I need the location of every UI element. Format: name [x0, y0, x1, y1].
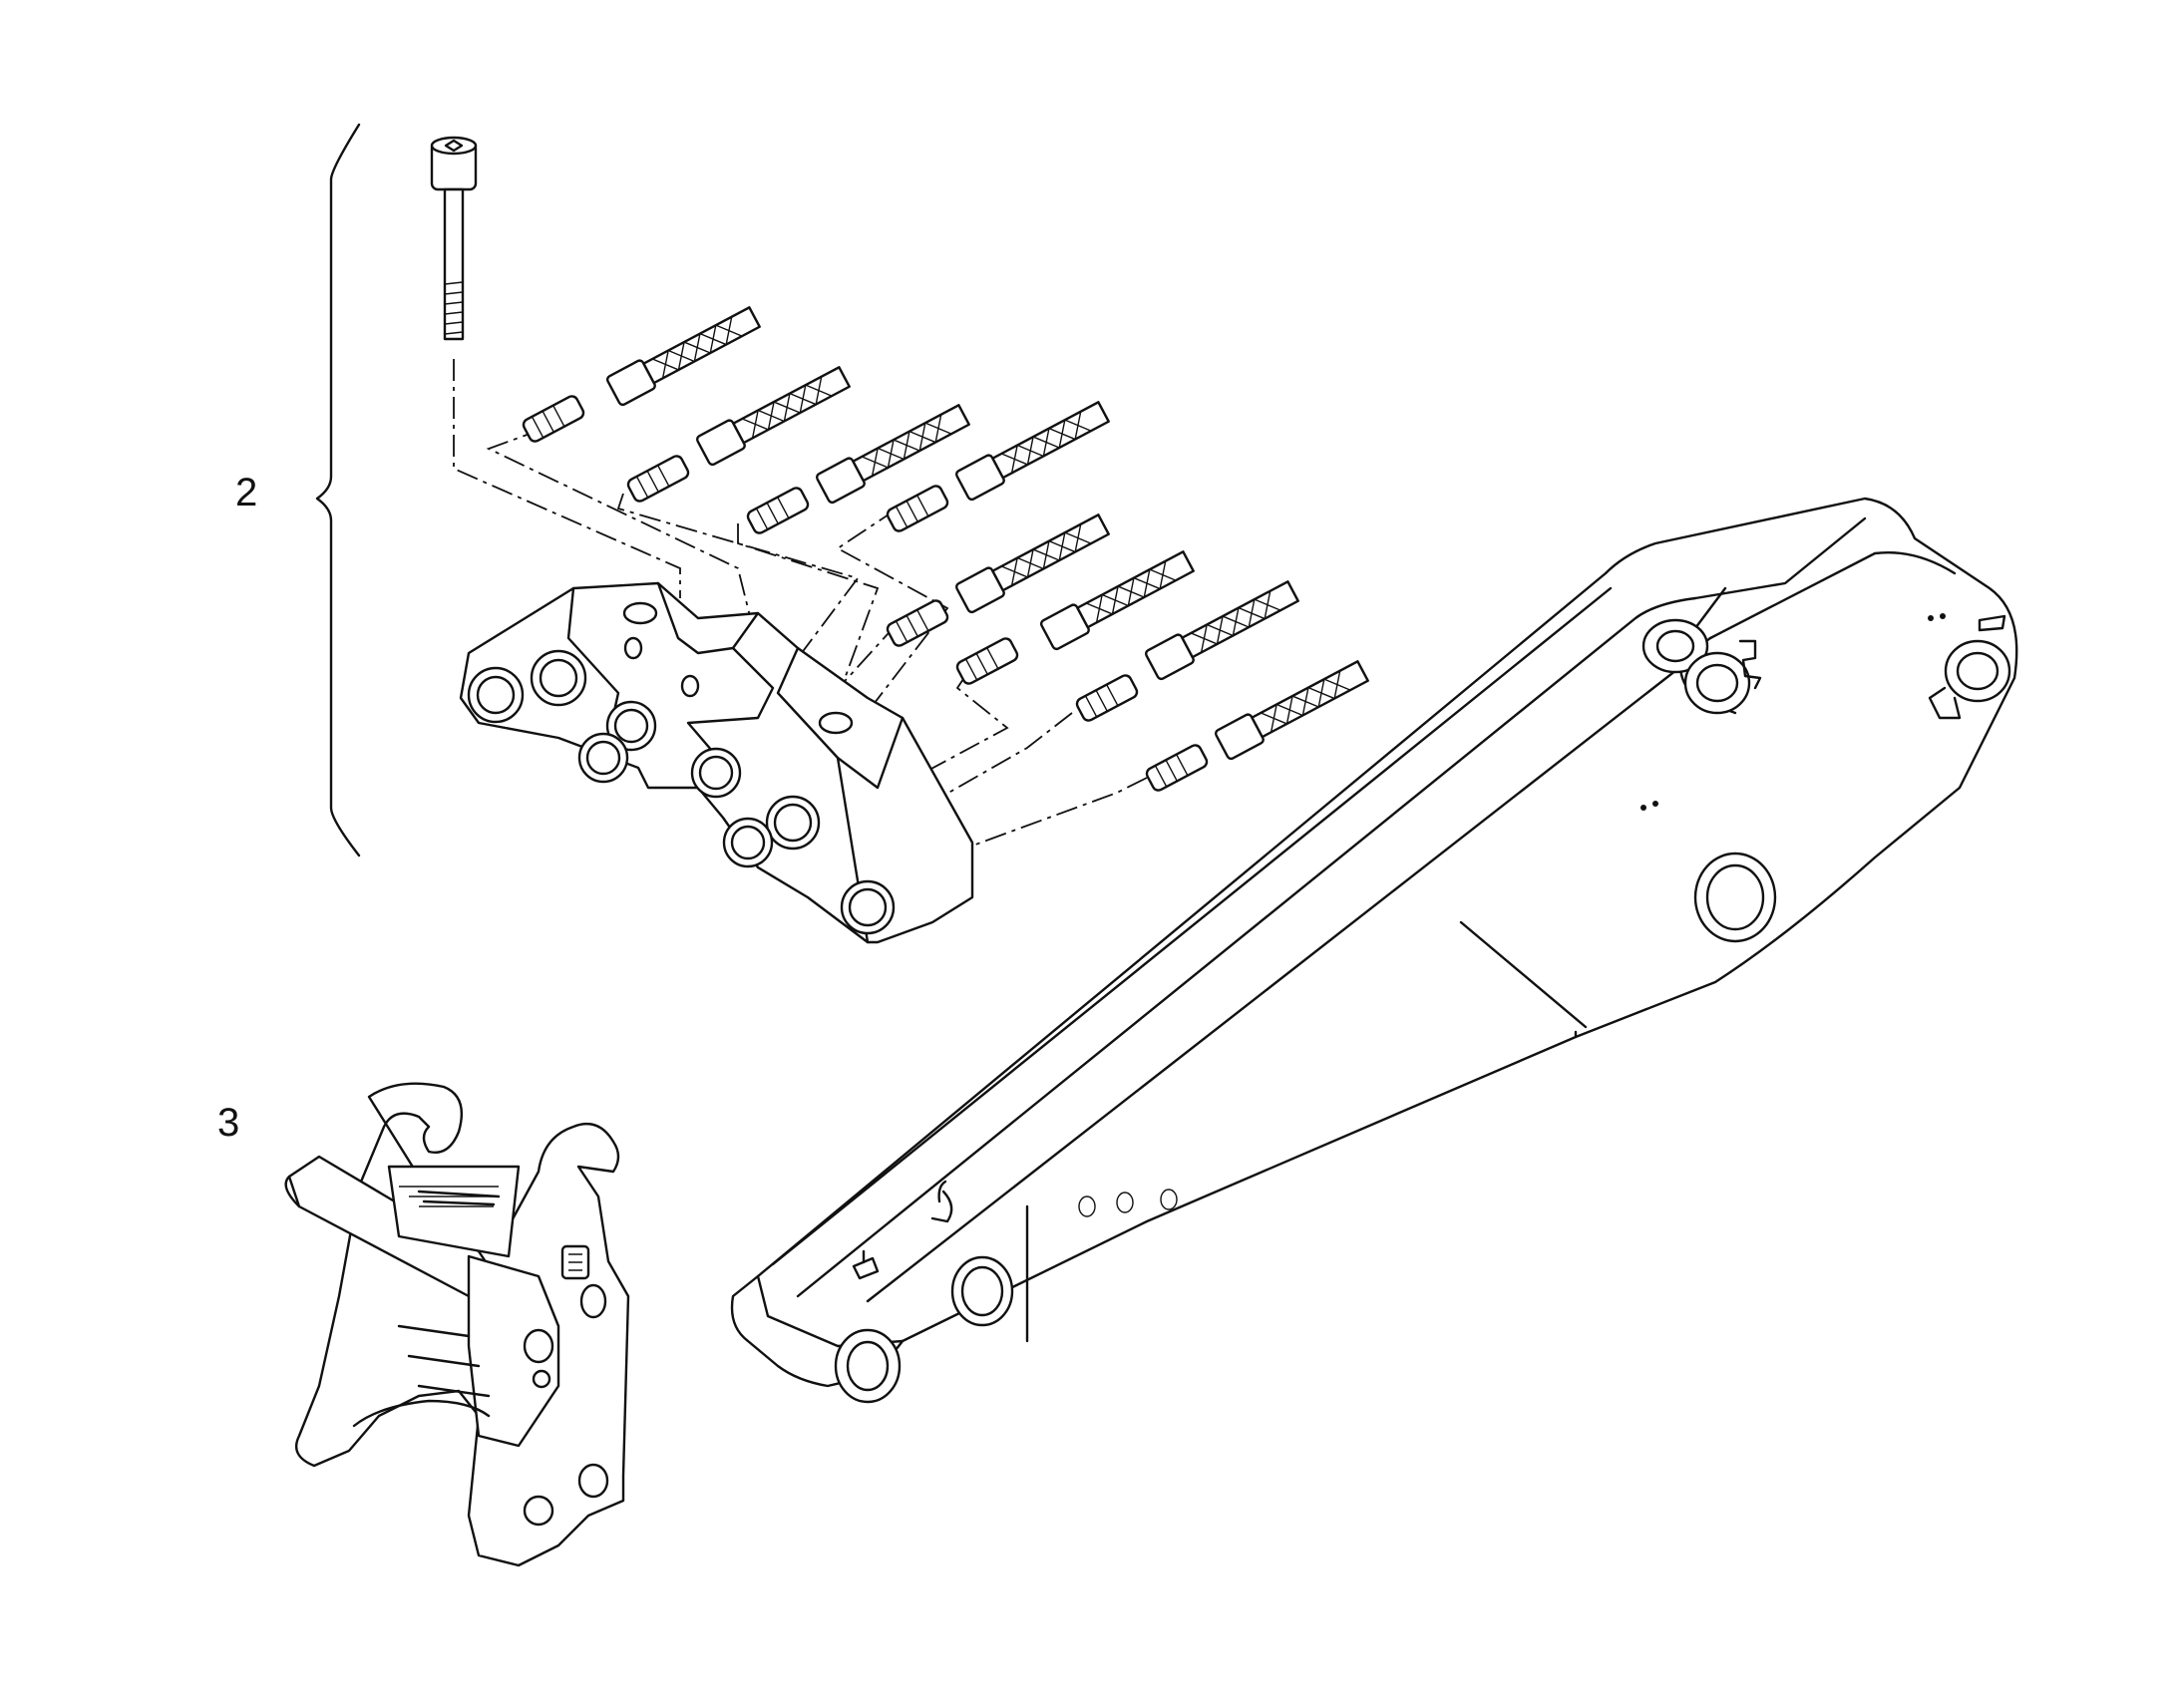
group-brace	[315, 123, 361, 857]
callout-number-3: 3	[217, 1101, 240, 1145]
quick-coupler	[284, 1082, 630, 1567]
manifold-block	[459, 581, 974, 944]
cap-screw	[430, 136, 478, 341]
dipper-arm	[730, 497, 2018, 1404]
callout-number-2: 2	[235, 471, 258, 514]
hose-fittings	[522, 306, 1369, 792]
